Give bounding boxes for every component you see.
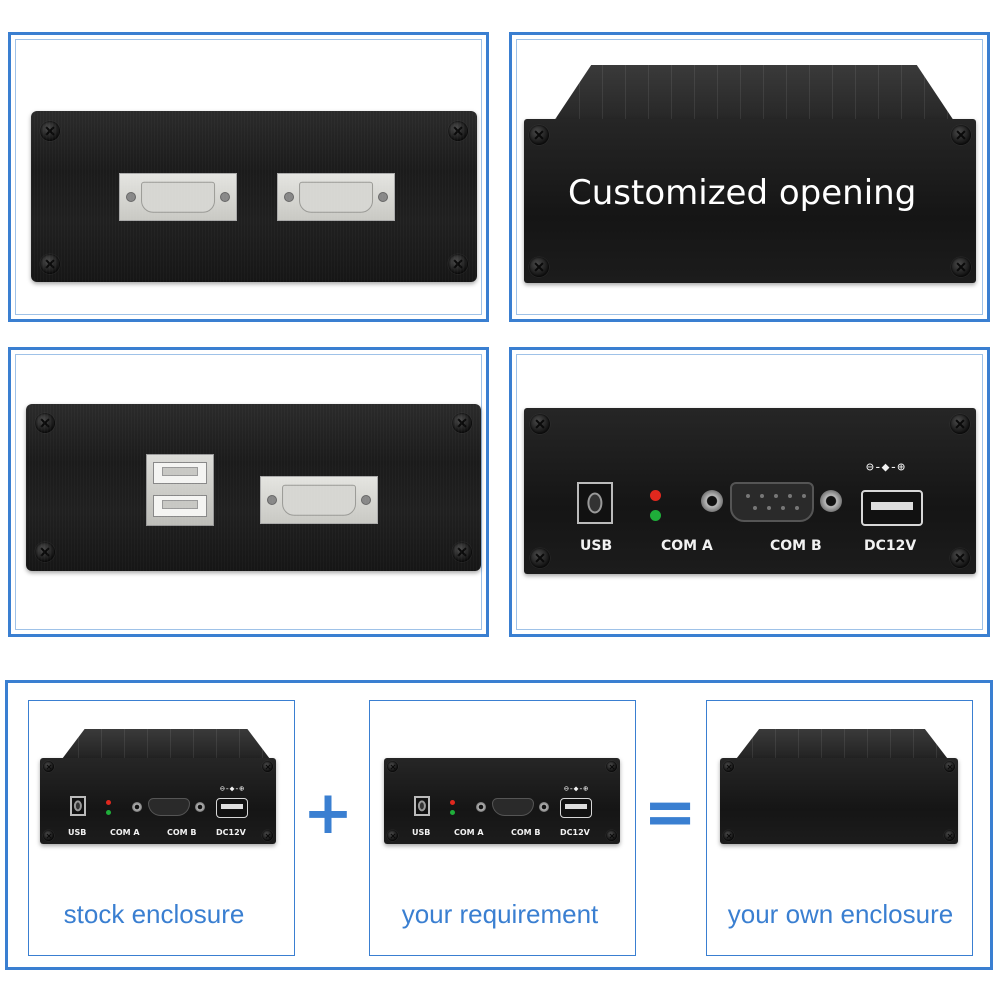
screw-icon xyxy=(448,254,468,274)
screw-icon xyxy=(530,414,550,434)
stock-enclosure-caption: stock enclosure xyxy=(63,899,245,929)
enclosure-front-face xyxy=(524,119,976,283)
usb-a-port-icon xyxy=(216,798,248,818)
own-enclosure-box xyxy=(706,700,973,956)
green-led-icon xyxy=(450,810,455,815)
screw-icon xyxy=(40,254,60,274)
red-led-icon xyxy=(106,800,111,805)
screw-icon xyxy=(40,121,60,141)
screw-icon xyxy=(530,548,550,568)
frame-middle-left xyxy=(8,347,489,637)
screw-icon xyxy=(43,761,54,772)
dc12v-label: DC12V xyxy=(864,538,917,554)
screw-icon xyxy=(452,542,472,562)
frame-inner xyxy=(516,354,983,630)
screw-icon xyxy=(448,121,468,141)
hex-nut-icon xyxy=(701,490,723,512)
hex-nut-icon xyxy=(195,802,205,812)
screw-icon xyxy=(723,830,734,841)
db9-connector-icon xyxy=(260,476,378,524)
db9-connector-icon xyxy=(277,173,395,221)
usb-db9-panel xyxy=(26,404,481,571)
com-b-label: COM B xyxy=(511,828,541,837)
frame-inner xyxy=(15,39,482,315)
dc12v-label: DC12V xyxy=(560,828,590,837)
dual-usb-port-icon xyxy=(146,454,214,526)
screw-icon xyxy=(262,761,273,772)
requirement-caption: your requirement xyxy=(401,899,599,929)
screw-icon xyxy=(387,761,398,772)
com-b-label: COM B xyxy=(770,538,822,554)
equation-frame: ⊖-◆-⊕ USB COM A COM B DC12V stock enclos… xyxy=(5,680,993,970)
screw-icon xyxy=(951,125,971,145)
screw-icon xyxy=(944,761,955,772)
db9-connector-icon xyxy=(119,173,237,221)
db9-port-icon xyxy=(730,482,814,522)
db9-port-icon xyxy=(492,798,534,816)
screw-icon xyxy=(452,413,472,433)
red-led-icon xyxy=(450,800,455,805)
equals-sign: = xyxy=(643,776,697,850)
frame-inner xyxy=(15,354,482,630)
com-a-label: COM A xyxy=(661,538,713,554)
usb-a-port-icon xyxy=(560,798,592,818)
usb-dc-jack-icon xyxy=(414,796,430,816)
usb-a-port-icon xyxy=(861,490,923,526)
polarity-symbol: ⊖-◆-⊕ xyxy=(220,784,245,793)
labeled-io-panel: ⊖-◆-⊕ USB COM A COM B DC12V xyxy=(524,408,976,574)
frame-inner xyxy=(516,39,983,315)
screw-icon xyxy=(723,761,734,772)
screw-icon xyxy=(35,542,55,562)
screw-icon xyxy=(529,257,549,277)
own-enclosure-face xyxy=(720,758,958,844)
requirement-panel-face: ⊖-◆-⊕ USB COM A COM B DC12V xyxy=(384,758,620,844)
com-a-label: COM A xyxy=(110,828,140,837)
dc12v-label: DC12V xyxy=(216,828,246,837)
frame-top-right: Customized opening xyxy=(509,32,990,322)
screw-icon xyxy=(950,414,970,434)
screw-icon xyxy=(43,830,54,841)
green-led-icon xyxy=(650,510,661,521)
polarity-symbol: ⊖-◆-⊕ xyxy=(866,460,906,475)
screw-icon xyxy=(529,125,549,145)
red-led-icon xyxy=(650,490,661,501)
hex-nut-icon xyxy=(539,802,549,812)
green-led-icon xyxy=(106,810,111,815)
screw-icon xyxy=(262,830,273,841)
usb-dc-jack-icon xyxy=(70,796,86,816)
screw-icon xyxy=(606,830,617,841)
hex-nut-icon xyxy=(476,802,486,812)
dual-db9-panel xyxy=(31,111,477,282)
own-enclosure-caption: your own enclosure xyxy=(727,899,954,929)
usb-dc-jack-icon xyxy=(577,482,613,524)
polarity-symbol: ⊖-◆-⊕ xyxy=(564,784,589,793)
screw-icon xyxy=(944,830,955,841)
screw-icon xyxy=(951,257,971,277)
frame-top-left xyxy=(8,32,489,322)
customized-opening-headline: Customized opening xyxy=(568,173,917,213)
screw-icon xyxy=(606,761,617,772)
hex-nut-icon xyxy=(820,490,842,512)
frame-middle-right: ⊖-◆-⊕ USB COM A COM B DC12V xyxy=(509,347,990,637)
stock-enclosure-face: ⊖-◆-⊕ USB COM A COM B DC12V xyxy=(40,758,276,844)
stock-enclosure-box xyxy=(28,700,295,956)
com-b-label: COM B xyxy=(167,828,197,837)
plus-sign: + xyxy=(302,778,354,848)
usb-label: USB xyxy=(68,828,87,837)
requirement-box xyxy=(369,700,636,956)
usb-label: USB xyxy=(412,828,431,837)
screw-icon xyxy=(387,830,398,841)
screw-icon xyxy=(950,548,970,568)
com-a-label: COM A xyxy=(454,828,484,837)
usb-label: USB xyxy=(580,538,613,554)
screw-icon xyxy=(35,413,55,433)
hex-nut-icon xyxy=(132,802,142,812)
db9-port-icon xyxy=(148,798,190,816)
